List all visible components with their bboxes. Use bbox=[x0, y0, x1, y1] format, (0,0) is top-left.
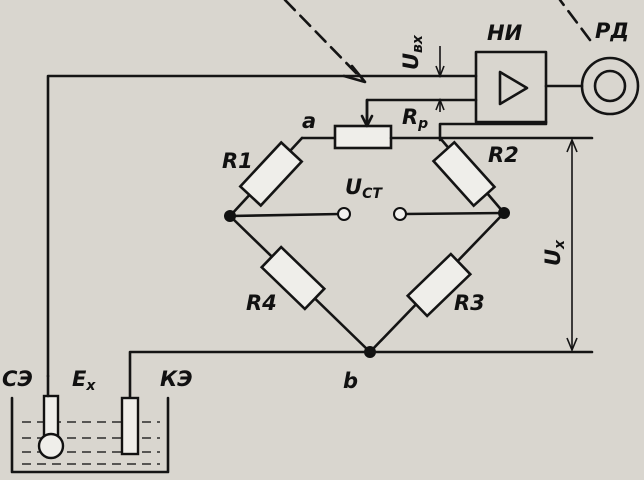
measuring-electrode bbox=[120, 396, 140, 456]
motor-label: РД bbox=[595, 19, 629, 43]
u-supply-label: UСТ bbox=[345, 175, 383, 202]
resistor-r3 bbox=[405, 252, 473, 318]
resistor-r2 bbox=[431, 140, 497, 208]
resistor-r1 bbox=[238, 140, 304, 208]
supply-terminal-left bbox=[337, 207, 351, 221]
slide-wire-resistor-rp bbox=[300, 98, 442, 150]
r4-label: R4 bbox=[246, 291, 277, 315]
r3-label: R3 bbox=[454, 291, 485, 315]
reference-electrode-label: СЭ bbox=[2, 367, 33, 391]
measuring-wire bbox=[128, 136, 594, 400]
node-a-label: a bbox=[302, 109, 316, 133]
node-left bbox=[224, 210, 236, 222]
u-input-label: Uвх bbox=[399, 34, 426, 70]
reversible-motor bbox=[544, 56, 640, 116]
node-b-label: b bbox=[343, 369, 358, 393]
mechanical-link-dashed bbox=[283, 0, 592, 84]
u-input-arrows bbox=[435, 46, 445, 112]
u-x-label: Ux bbox=[541, 239, 568, 266]
reference-electrode bbox=[37, 374, 65, 460]
u-x-arrow bbox=[566, 137, 578, 353]
r2-label: R2 bbox=[488, 143, 519, 167]
measuring-electrode-label: КЭ bbox=[160, 367, 193, 391]
rp-label: Rp bbox=[402, 105, 428, 132]
emf-label: Ex bbox=[72, 367, 96, 394]
r1-label: R1 bbox=[222, 149, 253, 173]
node-right bbox=[498, 207, 510, 219]
supply-terminal-right bbox=[393, 207, 407, 221]
resistor-r4 bbox=[259, 245, 327, 311]
amplifier-label: НИ bbox=[487, 21, 523, 45]
